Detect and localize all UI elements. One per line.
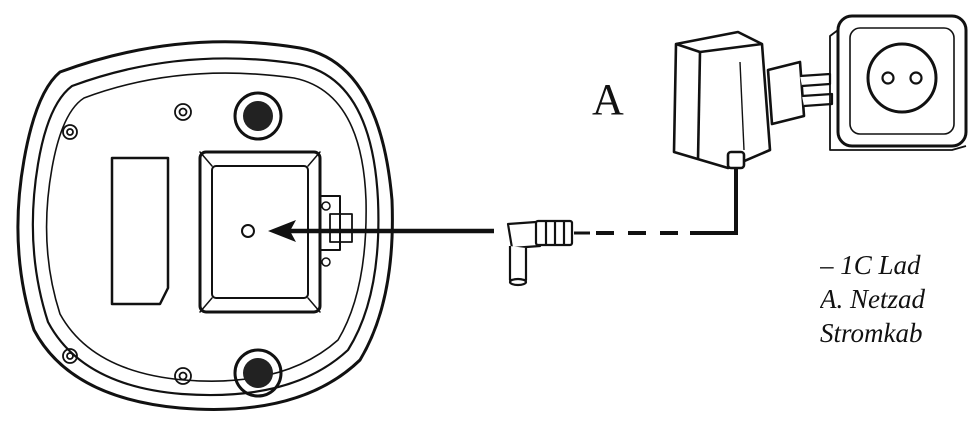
screw-icon xyxy=(62,103,192,385)
caption-line-1: – 1C Lad xyxy=(820,250,921,280)
insert-arrow-icon xyxy=(268,220,494,242)
adapter-label: A xyxy=(592,75,624,124)
foot-bottom-icon xyxy=(233,348,283,398)
caption-line-3: Stromkab xyxy=(820,318,923,348)
wall-socket-icon xyxy=(829,14,968,151)
caption-text: – 1C Lad A. Netzad Stromkab xyxy=(820,248,976,350)
dc-barrel-plug-icon xyxy=(506,219,574,287)
charging-base-underside-icon xyxy=(16,40,394,411)
caption-line-2: A. Netzad xyxy=(820,284,925,314)
dc-jack-socket-icon xyxy=(241,224,255,238)
power-adapter-icon xyxy=(672,30,834,170)
foot-top-icon xyxy=(233,91,283,141)
power-cable-icon xyxy=(574,166,738,235)
